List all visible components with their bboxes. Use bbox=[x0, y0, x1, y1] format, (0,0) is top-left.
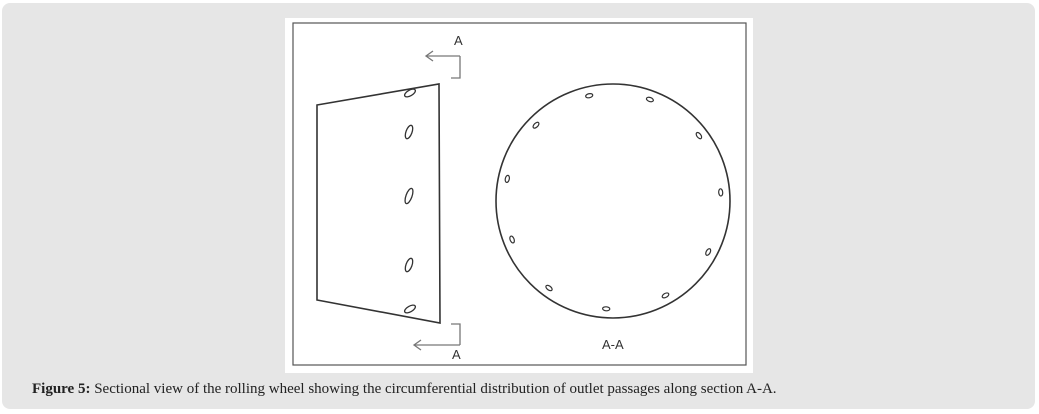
caption-text: Sectional view of the rolling wheel show… bbox=[90, 381, 777, 397]
sectional-view-diagram: A A A-A bbox=[292, 22, 747, 366]
section-arrow-top bbox=[424, 50, 461, 79]
section-hole bbox=[504, 174, 510, 184]
figure-frame: A A A-A bbox=[285, 18, 753, 373]
section-hole bbox=[718, 188, 724, 197]
side-hole bbox=[403, 88, 417, 98]
side-hole bbox=[404, 257, 414, 273]
figure-border bbox=[292, 22, 747, 366]
section-label-top: A bbox=[454, 33, 463, 48]
section-hole bbox=[532, 121, 540, 129]
figure-caption: Figure 5: Sectional view of the rolling … bbox=[32, 381, 777, 398]
side-view-holes bbox=[403, 88, 417, 314]
wheel-side-view bbox=[316, 83, 441, 324]
section-hole bbox=[602, 306, 611, 312]
side-hole bbox=[403, 304, 417, 314]
section-hole bbox=[645, 96, 654, 103]
section-hole bbox=[661, 292, 670, 299]
section-hole bbox=[695, 131, 703, 140]
side-hole bbox=[404, 124, 414, 140]
caption-label: Figure 5: bbox=[32, 381, 91, 397]
section-hole bbox=[705, 248, 712, 256]
section-view-holes bbox=[504, 92, 724, 312]
section-hole bbox=[509, 235, 515, 244]
section-view-label: A-A bbox=[602, 337, 624, 352]
wheel-section-circle bbox=[495, 83, 731, 319]
section-label-bottom: A bbox=[452, 347, 461, 362]
figure-panel: A A A-A Figure 5: Sectional view of the … bbox=[2, 3, 1035, 409]
side-hole bbox=[404, 187, 414, 205]
section-arrow-bottom bbox=[412, 323, 461, 351]
section-hole bbox=[585, 92, 594, 99]
section-hole bbox=[545, 284, 553, 292]
